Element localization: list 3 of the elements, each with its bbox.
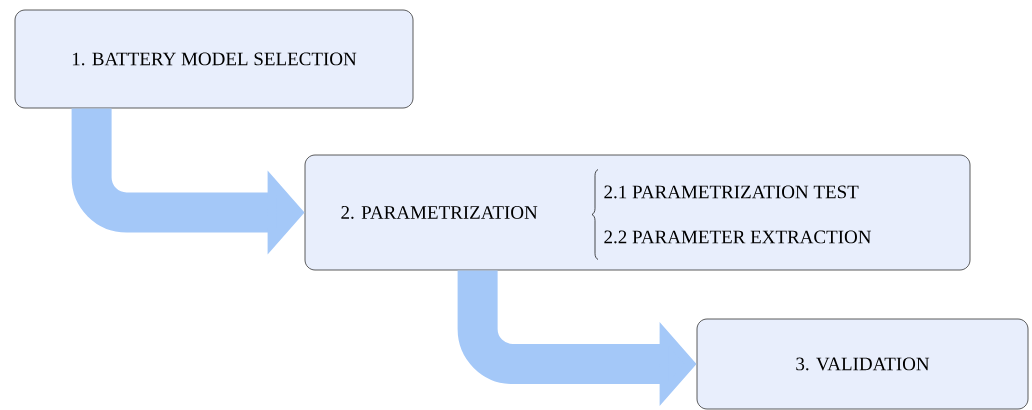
process-box: 2. PARAMETRIZATION 2.1 PARAMETRIZATION TEST 2.2 PARAMETER EXTRACTION [304,154,971,271]
process-box: 1. BATTERY MODEL SELECTION [14,9,414,109]
process-box: 3. VALIDATION [696,318,1029,410]
